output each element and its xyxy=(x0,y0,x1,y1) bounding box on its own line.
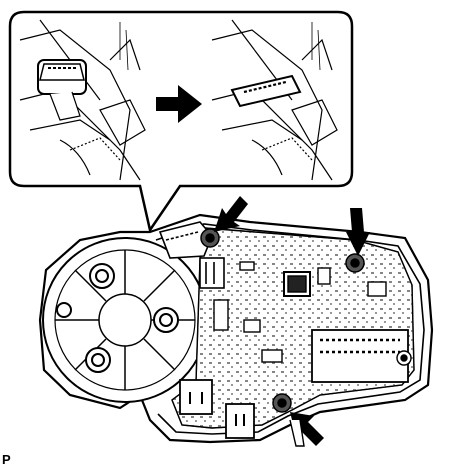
callout-box xyxy=(8,10,354,234)
ribbon-connector xyxy=(158,221,225,289)
motor-terminal xyxy=(56,263,179,373)
detail-connector-before xyxy=(19,19,146,181)
relay-right xyxy=(225,403,255,439)
motor-unit xyxy=(42,237,208,403)
right-arrow-icon xyxy=(156,85,202,123)
figure-reference-code: P xyxy=(2,452,11,467)
circuit-board xyxy=(171,227,415,439)
mounting-bracket xyxy=(289,419,305,447)
screw xyxy=(200,228,365,413)
relay-left xyxy=(179,379,213,415)
detail-connector-after xyxy=(211,19,338,181)
connector-block xyxy=(311,329,409,383)
